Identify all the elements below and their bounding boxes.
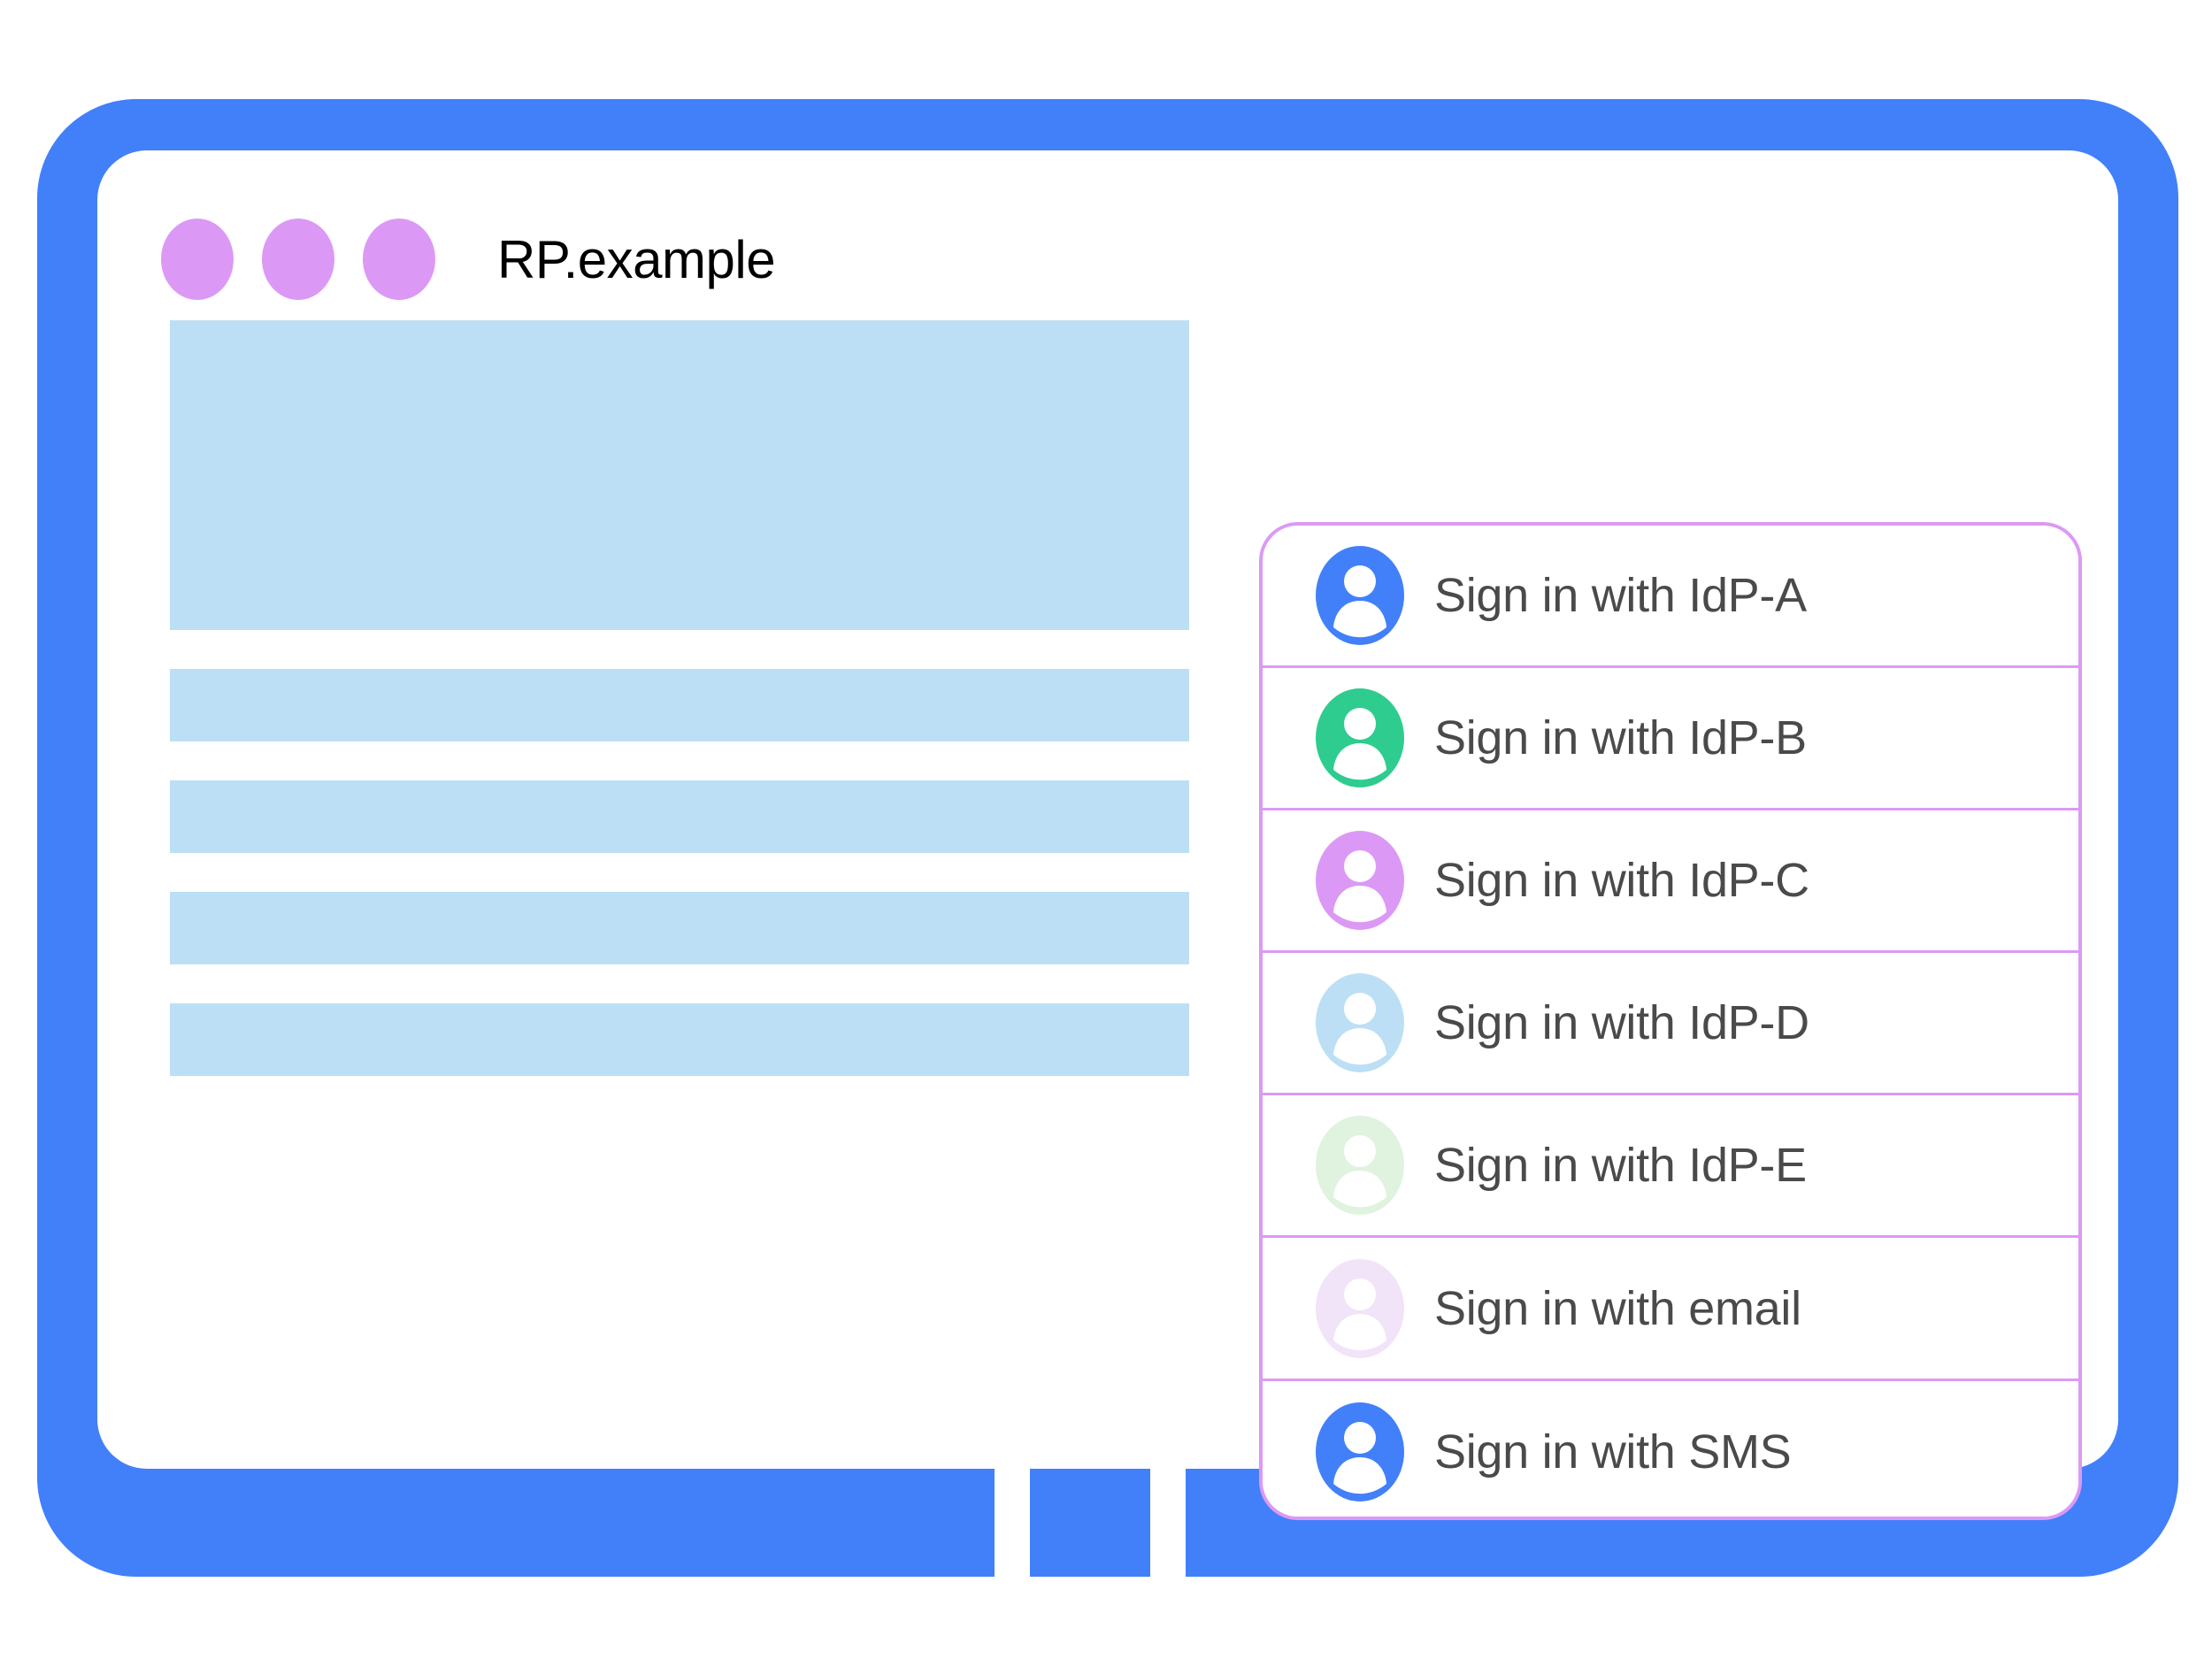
content-block-line-1 (170, 669, 1189, 741)
avatar-icon (1316, 1258, 1404, 1358)
avatar-icon (1316, 1402, 1404, 1502)
home-button[interactable] (1030, 1474, 1150, 1573)
avatar-icon (1316, 831, 1404, 931)
account-row[interactable]: Sign in with email (1263, 1238, 2078, 1381)
account-row-label: Sign in with IdP-B (1434, 711, 1807, 765)
page-content (170, 320, 1189, 1076)
title-bar: RP.example (161, 202, 776, 317)
account-row[interactable]: Sign in with IdP-C (1263, 810, 2078, 954)
account-row[interactable]: Sign in with IdP-E (1263, 1095, 2078, 1239)
account-row-label: Sign in with IdP-D (1434, 996, 1809, 1050)
account-row[interactable]: Sign in with IdP-A (1263, 526, 2078, 669)
avatar-icon (1316, 1116, 1404, 1216)
content-block-line-2 (170, 780, 1189, 853)
account-row[interactable]: Sign in with IdP-D (1263, 953, 2078, 1096)
account-row[interactable]: Sign in with SMS (1263, 1380, 2078, 1517)
window-dot-2[interactable] (262, 219, 334, 300)
account-row-label: Sign in with IdP-A (1434, 569, 1807, 623)
avatar-icon (1316, 546, 1404, 646)
bezel-gap-right (1150, 1469, 1186, 1577)
account-row-label: Sign in with IdP-C (1434, 854, 1809, 908)
window-dot-1[interactable] (161, 219, 234, 300)
content-block-line-3 (170, 892, 1189, 964)
page-title: RP.example (497, 229, 776, 289)
account-chooser-panel: Sign in with IdP-A Sign in with IdP-B Sign… (1259, 522, 2082, 1520)
content-block-hero (170, 320, 1189, 630)
content-block-line-4 (170, 1003, 1189, 1076)
window-dot-3[interactable] (363, 219, 435, 300)
avatar-icon (1316, 688, 1404, 788)
account-row-label: Sign in with IdP-E (1434, 1139, 1807, 1193)
avatar-icon (1316, 973, 1404, 1073)
account-row-label: Sign in with SMS (1434, 1425, 1792, 1479)
account-row-label: Sign in with email (1434, 1281, 1801, 1335)
account-row[interactable]: Sign in with IdP-B (1263, 668, 2078, 811)
bezel-gap-left (995, 1469, 1030, 1577)
